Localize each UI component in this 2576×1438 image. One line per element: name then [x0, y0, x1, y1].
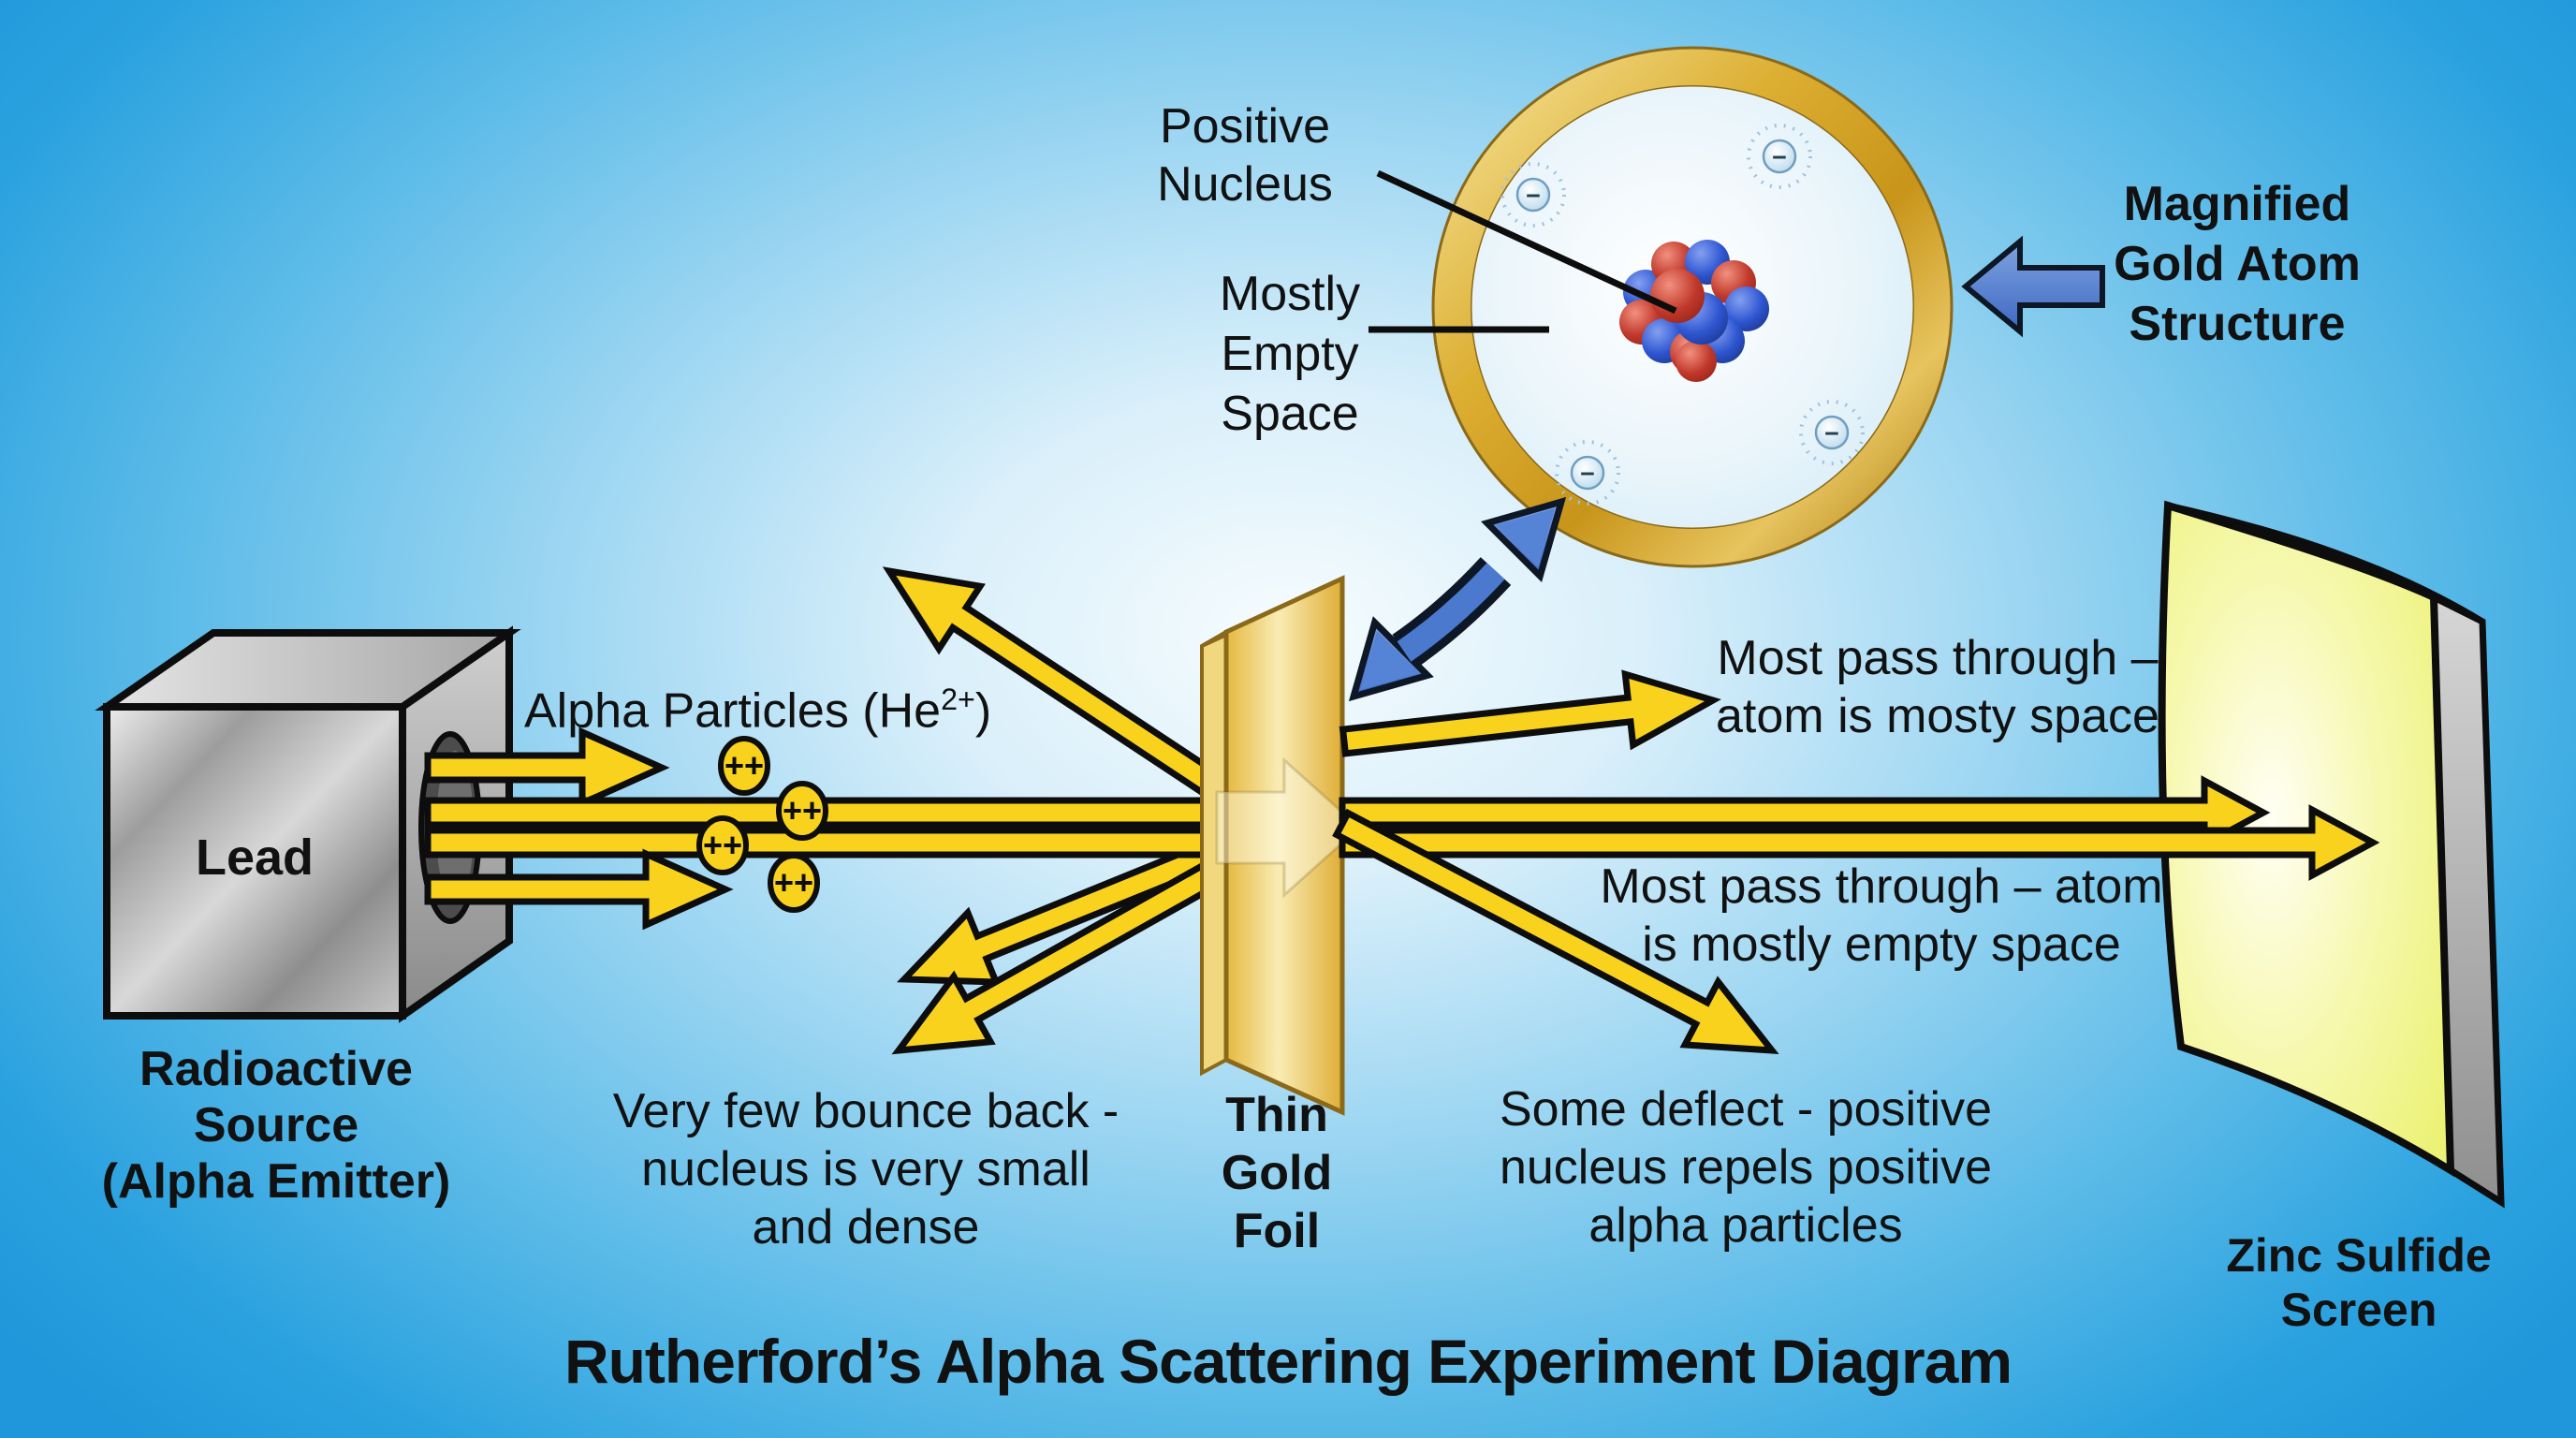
- diagram-title: Rutherford’s Alpha Scattering Experiment…: [564, 1327, 2012, 1396]
- magnified-gold-atom: − − − −: [1368, 46, 1954, 568]
- transmitted-beam-lower: [1339, 804, 2380, 881]
- backscatter-arrow-up-left: [882, 566, 1227, 801]
- alpha-particles-label: Alpha Particles (He2+): [524, 670, 991, 740]
- electron: −: [1555, 440, 1620, 506]
- alpha-particle-charge: ++: [724, 746, 764, 785]
- alpha-particles-label-close: ): [974, 683, 992, 739]
- magnified-gold-atom-label: Magnified Gold Atom Structure: [2114, 177, 2361, 351]
- alpha-particles-group: ++ ++ ++ ++: [696, 736, 828, 913]
- zinc-sulfide-screen-label: Zinc Sulfide Screen: [2226, 1229, 2492, 1336]
- atom-ring-outline: [1431, 46, 1954, 568]
- alpha-particles-superscript: 2+: [941, 682, 975, 716]
- electron-charge: −: [1526, 182, 1541, 210]
- electron-charge: −: [1580, 460, 1595, 488]
- alpha-beam-main-lower: [424, 827, 1221, 858]
- deflect-arrow-up-right: [1339, 669, 1721, 757]
- alpha-beam-short-top: [424, 726, 670, 809]
- most-pass-through-top-annotation: Most pass through – atom is mosty space: [1716, 631, 2159, 743]
- electron-charge: −: [1772, 143, 1787, 171]
- magnified-pointer-arrow-icon: [1961, 235, 2105, 338]
- deflect-arrow-down-right: [1332, 808, 1779, 1054]
- some-deflect-annotation: Some deflect - positive nucleus repels p…: [1499, 1082, 1993, 1253]
- bounce-back-annotation: Very few bounce back - nucleus is very s…: [612, 1084, 1120, 1255]
- alpha-particles-label-text: Alpha Particles (He: [524, 683, 942, 739]
- thin-gold-foil-label: Thin Gold Foil: [1221, 1088, 1333, 1258]
- electron: −: [1747, 124, 1812, 189]
- gold-foil: [1200, 575, 1362, 1116]
- alpha-particle-charge: ++: [703, 826, 742, 864]
- alpha-beam-short-bottom: [424, 848, 734, 931]
- alpha-particle-charge: ++: [774, 863, 813, 902]
- magnifier-link-arrow-icon: [1348, 496, 1567, 702]
- foil-ghost-arrow: [1215, 756, 1362, 899]
- electron-charge: −: [1824, 419, 1839, 448]
- electron: −: [1500, 162, 1566, 227]
- positive-nucleus-label: Positive Nucleus: [1157, 99, 1333, 212]
- most-pass-through-bottom-annotation: Most pass through – atom is mostly empty…: [1600, 859, 2163, 972]
- alpha-particle-charge: ++: [783, 791, 822, 829]
- atom-gold-ring: [1433, 48, 1952, 566]
- mostly-empty-space-label: Mostly Empty Space: [1219, 267, 1361, 441]
- nucleus-cluster: [1619, 240, 1769, 382]
- electron: −: [1799, 400, 1865, 465]
- foil-face: [1223, 575, 1345, 1116]
- radioactive-source-label: Radioactive Source (Alpha Emitter): [101, 1042, 451, 1209]
- bounce-back-arrow-2: [891, 857, 1226, 1055]
- positive-nucleus-leader-line: [1376, 169, 1677, 315]
- lead-label: Lead: [195, 829, 315, 886]
